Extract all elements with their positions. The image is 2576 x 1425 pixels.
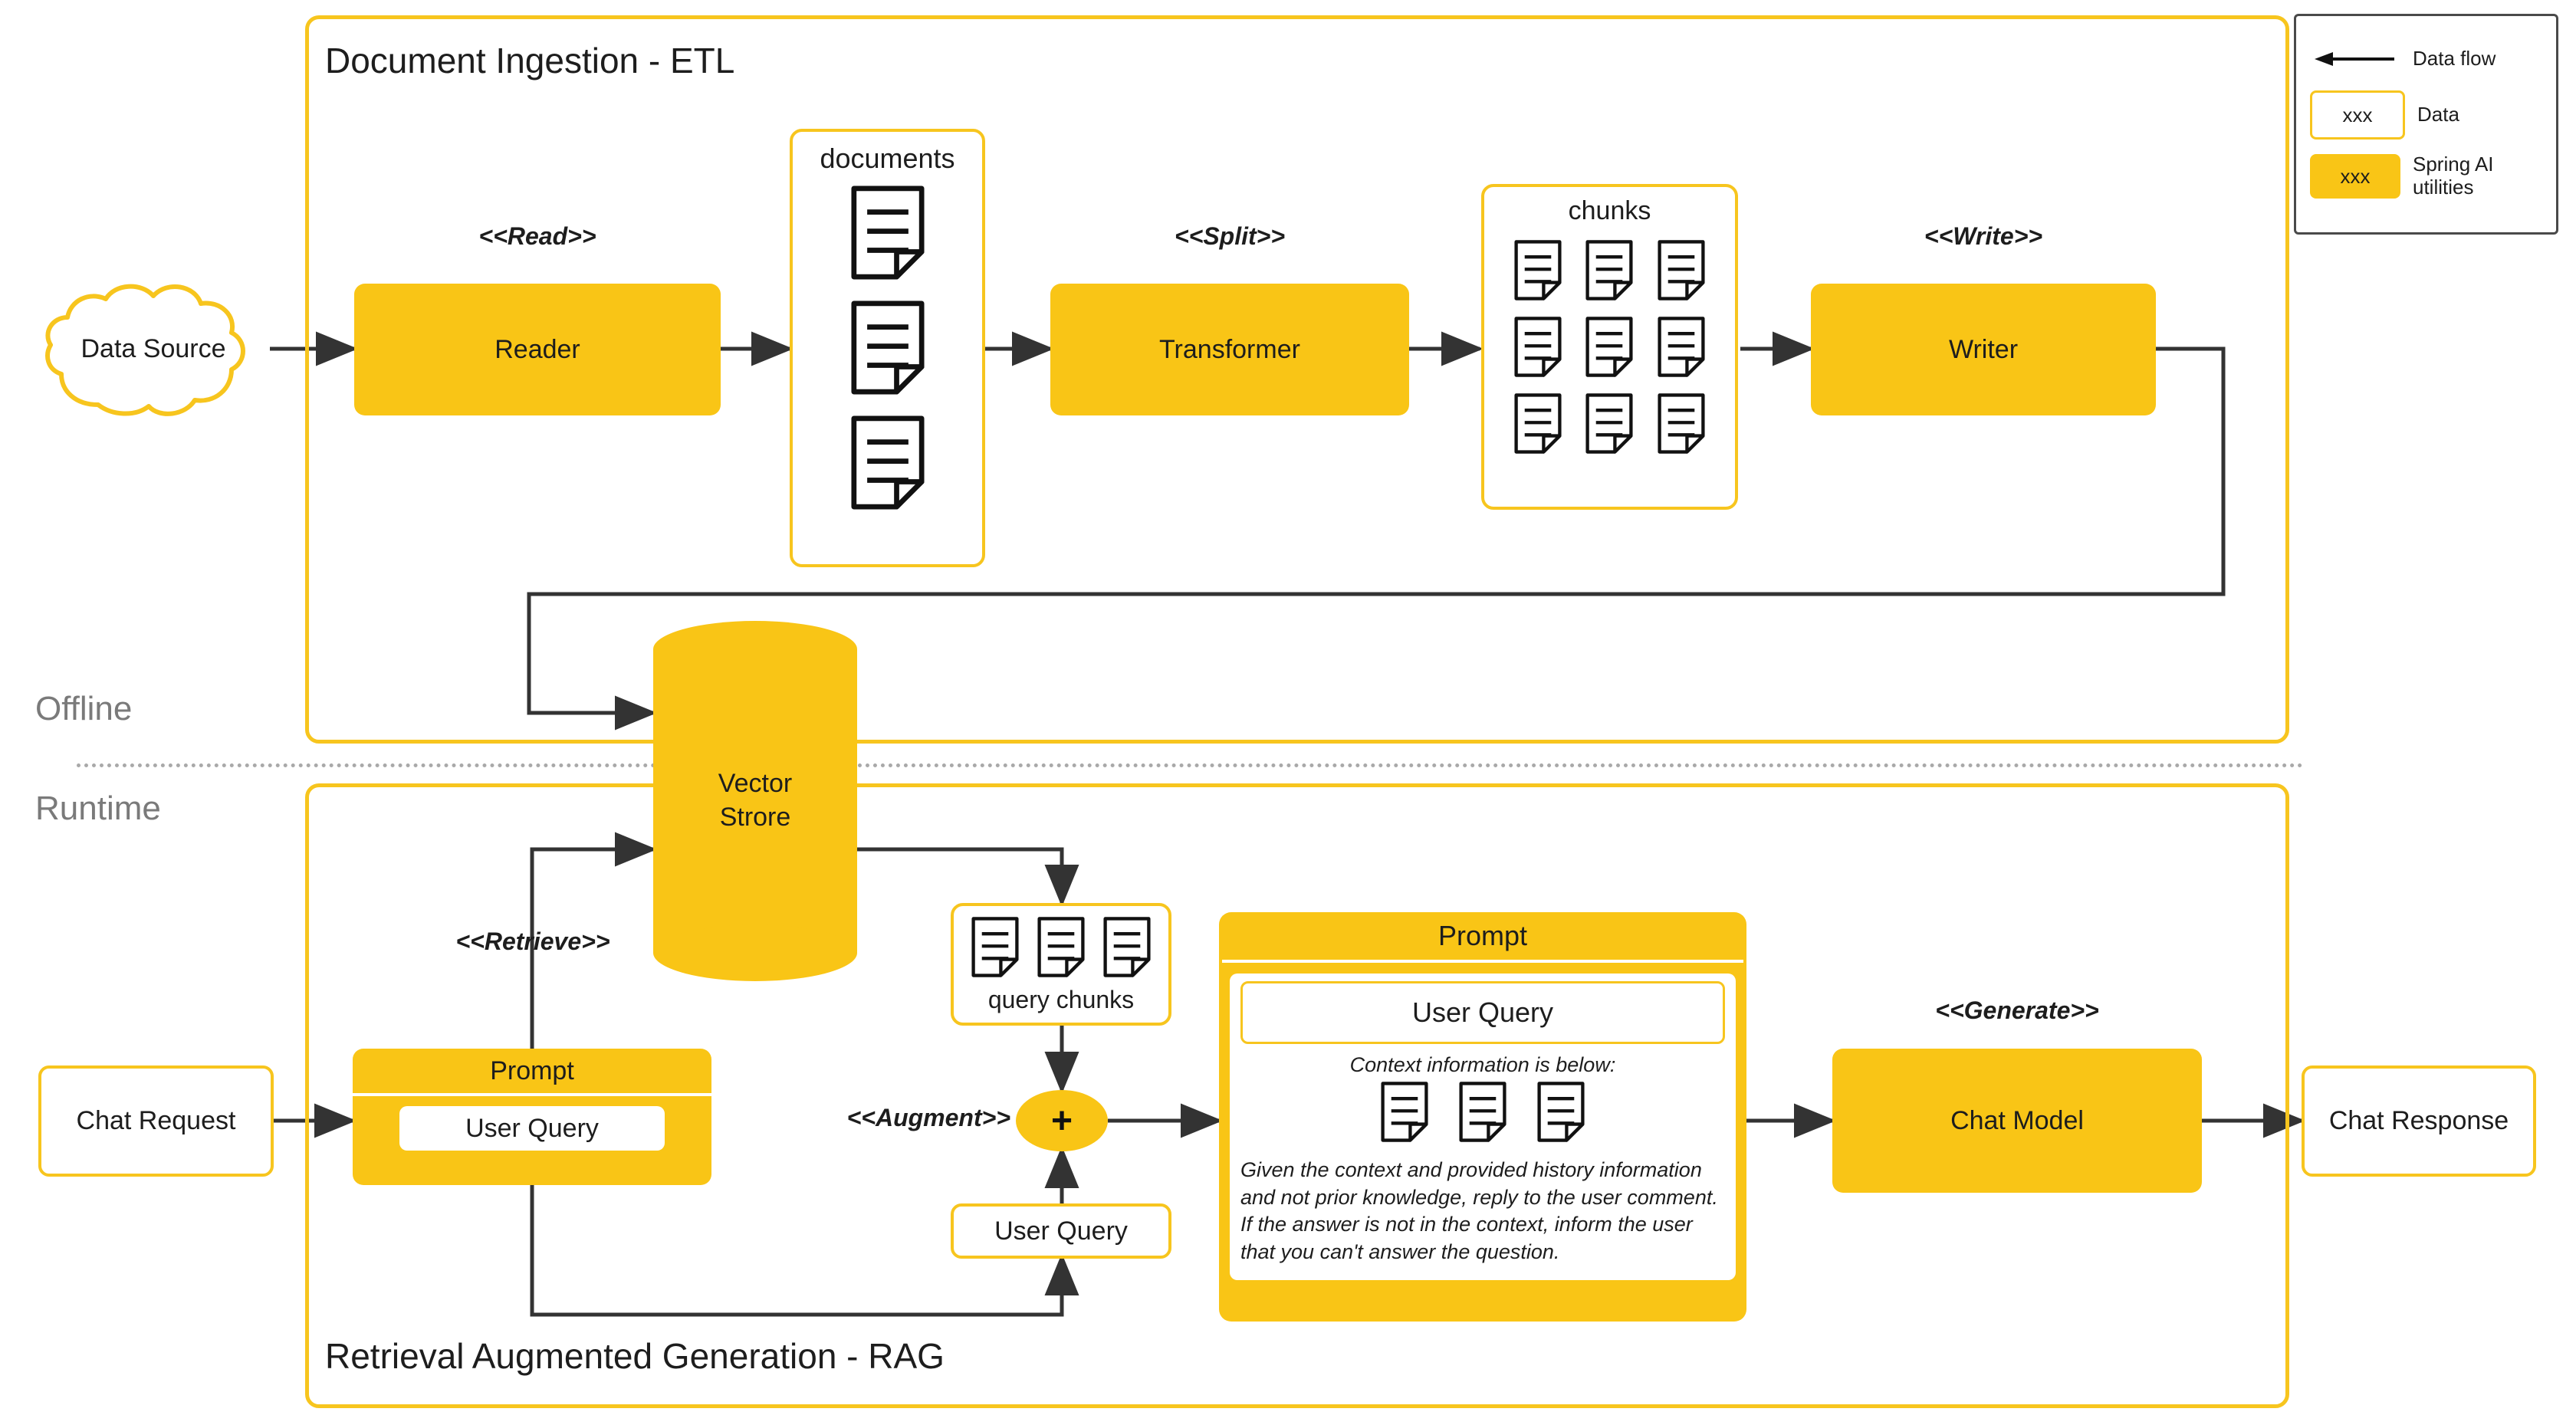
user-query-label: User Query [994, 1216, 1128, 1246]
query-chunk-icon [971, 917, 1019, 981]
arrow-left-icon [2310, 51, 2400, 67]
prompt-card-user-query: User Query [1240, 981, 1725, 1044]
document-icon [850, 186, 925, 284]
legend-panel: Data flow xxx Data xxx Spring AI utiliti… [2294, 14, 2558, 235]
stereotype-retrieve: <<Retrieve>> [455, 928, 610, 955]
stereotype-generate: <<Generate>> [1935, 997, 2099, 1024]
chunks-caption: chunks [1568, 196, 1651, 225]
chat-response-box[interactable]: Chat Response [2302, 1065, 2536, 1177]
context-document-icon [1537, 1082, 1585, 1146]
prompt-instruction-text: Given the context and provided history i… [1240, 1158, 1718, 1263]
chunk-icon [1658, 317, 1705, 381]
stereotype-read: <<Read>> [478, 222, 596, 250]
query-chunk-icon [1103, 917, 1151, 981]
vector-store-label: Vector Strore [653, 621, 857, 981]
document-icon [850, 300, 925, 399]
reader-box[interactable]: Reader [354, 284, 721, 415]
stereotype-augment: <<Augment>> [846, 1104, 1010, 1131]
prompt-small-card[interactable]: Prompt User Query [353, 1049, 711, 1185]
chunks-container: chunks [1481, 184, 1738, 510]
context-document-icon [1459, 1082, 1506, 1146]
vector-store-line1: Vector [718, 769, 793, 799]
chat-request-label: Chat Request [76, 1106, 236, 1135]
legend-label-utilities: Spring AI utilities [2413, 153, 2494, 199]
etl-panel [305, 15, 2289, 744]
prompt-context-icons [1240, 1082, 1725, 1146]
chunk-icon [1658, 393, 1705, 458]
chat-request-box[interactable]: Chat Request [38, 1065, 274, 1177]
data-box-icon: xxx [2310, 90, 2405, 140]
legend-utility-swatch-text: xxx [2340, 164, 2371, 188]
prompt-small-header: Prompt [490, 1056, 574, 1085]
augment-plus-node[interactable]: + [1016, 1090, 1108, 1151]
documents-container: documents [790, 129, 985, 567]
cylinder-bottom-cap [653, 924, 857, 981]
legend-row-utilities: xxx Spring AI utilities [2310, 145, 2542, 208]
chunk-icon [1658, 240, 1705, 304]
chunk-icon [1585, 240, 1634, 304]
transformer-box[interactable]: Transformer [1050, 284, 1409, 415]
vector-store-line2: Strore [719, 803, 791, 832]
legend-row-data-flow: Data flow [2310, 33, 2542, 85]
legend-label-data-flow: Data flow [2413, 47, 2496, 71]
phase-label-offline: Offline [35, 690, 133, 727]
phase-label-runtime: Runtime [35, 790, 161, 827]
documents-icon-stack [793, 186, 982, 514]
query-chunk-icon [1037, 917, 1085, 981]
vector-store-cylinder[interactable]: Vector Strore [653, 621, 857, 981]
stereotype-split: <<Split>> [1174, 222, 1286, 250]
query-chunks-caption: query chunks [987, 986, 1135, 1013]
chunk-icon [1514, 393, 1562, 458]
prompt-card-body: User Query Context information is below:… [1230, 974, 1736, 1280]
query-chunks-icon-row [954, 906, 1168, 981]
rag-panel [305, 783, 2289, 1408]
plus-symbol: + [1050, 1100, 1073, 1141]
data-source-label: Data Source [80, 333, 226, 363]
rag-panel-title: Retrieval Augmented Generation - RAG [325, 1336, 945, 1376]
prompt-card-divider [1222, 960, 1743, 963]
chat-model-box[interactable]: Chat Model [1832, 1049, 2202, 1193]
prompt-small-user-query: User Query [399, 1106, 665, 1151]
data-source-cloud: Data Source [38, 276, 268, 422]
documents-caption: documents [820, 143, 955, 174]
document-icon [850, 415, 925, 514]
chunk-icon [1585, 393, 1634, 458]
prompt-card-header: Prompt [1438, 920, 1528, 951]
prompt-small-divider [353, 1093, 711, 1096]
legend-data-swatch-text: xxx [2342, 103, 2373, 126]
chunks-icon-grid [1484, 226, 1735, 458]
chat-response-label: Chat Response [2328, 1106, 2509, 1135]
legend-row-data: xxx Data [2310, 85, 2542, 145]
chunk-icon [1585, 317, 1634, 381]
user-query-box[interactable]: User Query [951, 1203, 1171, 1259]
chunk-icon [1514, 317, 1562, 381]
prompt-card[interactable]: Prompt User Query Context information is… [1219, 912, 1746, 1322]
legend-label-data: Data [2417, 103, 2459, 126]
chat-model-label: Chat Model [1950, 1105, 2084, 1135]
writer-box[interactable]: Writer [1811, 284, 2156, 415]
cylinder-body [653, 649, 857, 953]
prompt-context-label: Context information is below: [1349, 1053, 1616, 1076]
context-document-icon [1381, 1082, 1428, 1146]
stereotype-write: <<Write>> [1924, 222, 2043, 250]
query-chunks-container: query chunks [951, 903, 1171, 1026]
phase-divider [77, 763, 2304, 767]
utility-box-icon: xxx [2310, 154, 2400, 199]
prompt-small-body: User Query [353, 1096, 711, 1161]
chunk-icon [1514, 240, 1562, 304]
etl-panel-title: Document Ingestion - ETL [325, 41, 735, 80]
